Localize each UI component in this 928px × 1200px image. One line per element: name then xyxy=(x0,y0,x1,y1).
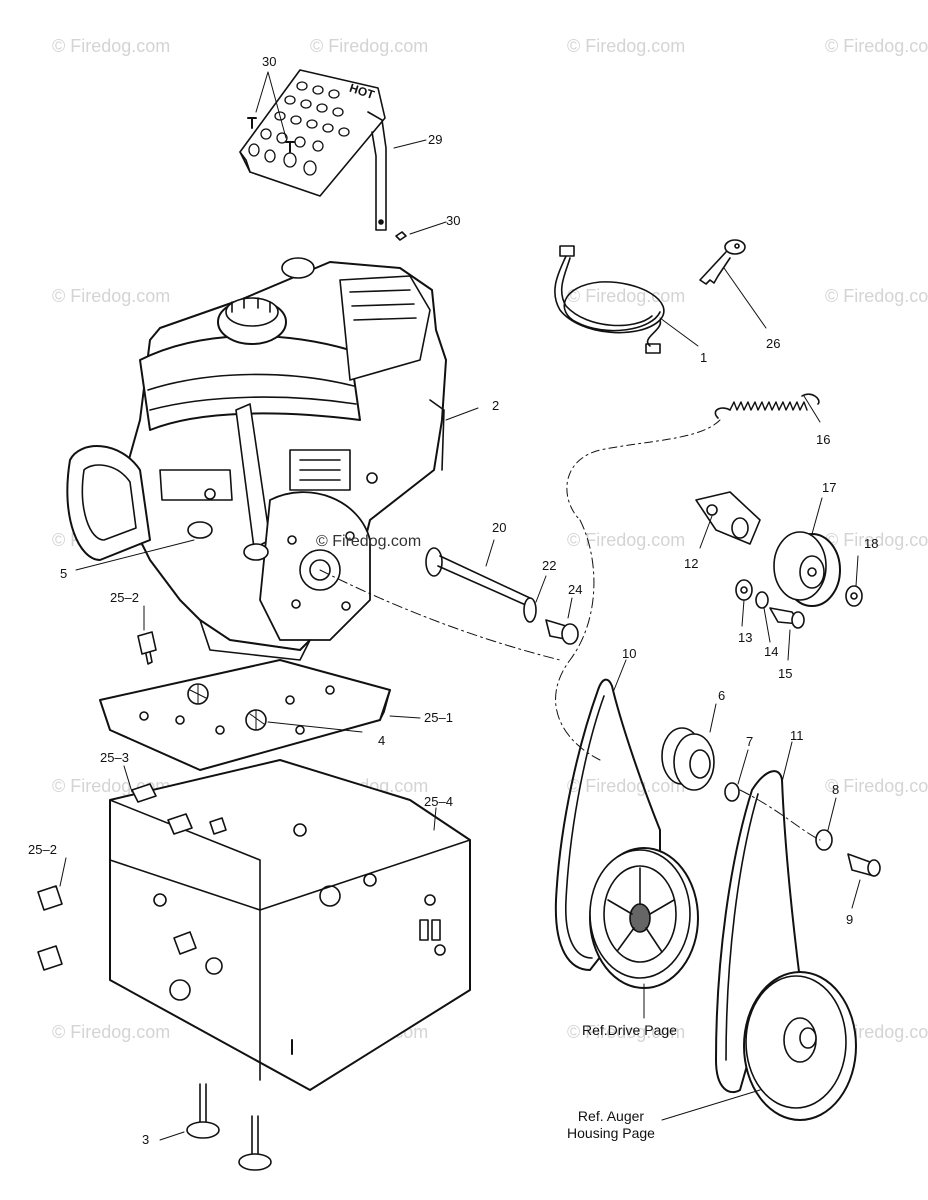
callout-26: 26 xyxy=(766,336,781,351)
callout-16: 16 xyxy=(816,432,831,447)
watermark: © Firedog.com xyxy=(567,1022,686,1042)
center-watermark: © Firedog.com xyxy=(316,533,422,550)
watermark: © Firedog.com xyxy=(52,36,171,56)
engine-part-2 xyxy=(66,257,447,661)
watermark: © Firedog.com xyxy=(825,776,928,796)
idler-pulley-part-17 xyxy=(773,531,841,607)
ref-drive-page: Ref.Drive Page xyxy=(582,1022,677,1038)
bolt-part-24 xyxy=(545,619,579,645)
watermark: © Firedog.com xyxy=(52,286,171,306)
bolt-part-3 xyxy=(186,1083,272,1171)
callout-11: 11 xyxy=(790,728,804,743)
watermark: © Firedog.com xyxy=(567,530,686,550)
washer-part-8 xyxy=(815,829,833,851)
callout-6: 6 xyxy=(718,688,726,703)
callout-4: 4 xyxy=(378,733,386,748)
callout-7: 7 xyxy=(746,734,754,749)
heat-shield-part-29 xyxy=(239,69,387,231)
callout-25-2: 25–2 xyxy=(28,842,57,857)
callout-25-2: 25–2 xyxy=(110,590,139,605)
callout-8: 8 xyxy=(832,782,840,797)
callout-12: 12 xyxy=(684,556,699,571)
spring-part-16 xyxy=(714,393,820,419)
callout-17: 17 xyxy=(822,480,837,495)
spacer-part-13 xyxy=(735,579,753,601)
watermark: © Firedog.com xyxy=(825,286,928,306)
callout-24: 24 xyxy=(568,582,583,597)
watermark: © Firedog.com xyxy=(567,776,686,796)
bolt-part-25-2b xyxy=(37,885,197,971)
callout-15: 15 xyxy=(778,666,793,681)
watermark: © Firedog.com xyxy=(310,36,429,56)
watermark: © Firedog.com xyxy=(825,36,928,56)
ref-auger-line2: Housing Page xyxy=(567,1125,655,1141)
shaft-part-20 xyxy=(425,547,531,607)
callout-18: 18 xyxy=(864,536,879,551)
washer-part-22 xyxy=(523,597,537,623)
watermark: © Firedog.com xyxy=(825,530,928,550)
ref-auger-housing: Ref. Auger Housing Page xyxy=(556,1108,666,1142)
callout-13: 13 xyxy=(738,630,753,645)
callout-20: 20 xyxy=(492,520,507,535)
washer-part-14 xyxy=(755,591,769,609)
bolt-part-25-3 xyxy=(131,783,227,835)
callout-25-4: 25–4 xyxy=(424,794,453,809)
callout-9: 9 xyxy=(846,912,854,927)
callout-2: 2 xyxy=(492,398,500,413)
callout-30: 30 xyxy=(262,54,277,69)
ref-auger-line1: Ref. Auger xyxy=(577,1108,645,1124)
pulley-part-6 xyxy=(661,727,715,791)
nut-part-18 xyxy=(845,585,863,607)
callout-1: 1 xyxy=(700,350,708,365)
watermark: © Firedog.com xyxy=(567,36,686,56)
auger-pulley xyxy=(743,971,857,1121)
bolt-part-25-2 xyxy=(137,631,157,665)
callout-22: 22 xyxy=(542,558,557,573)
belt-part-10 xyxy=(554,678,661,971)
callout-14: 14 xyxy=(764,644,779,659)
callout-25-3: 25–3 xyxy=(100,750,129,765)
callout-29: 29 xyxy=(428,132,443,147)
mounting-plate-part-25-1 xyxy=(99,659,391,771)
callout-25-1: 25–1 xyxy=(424,710,453,725)
drive-pulley xyxy=(589,847,699,989)
idler-bracket-part-12 xyxy=(695,491,761,545)
bolt-part-15 xyxy=(769,607,805,629)
callout-30: 30 xyxy=(446,213,461,228)
leader-lines xyxy=(59,71,861,1141)
wire-harness-part-1 xyxy=(554,245,665,354)
watermark: © Firedog.com xyxy=(567,286,686,306)
watermark: © Firedog.com xyxy=(52,1022,171,1042)
callout-10: 10 xyxy=(622,646,637,661)
ignition-key-part-26 xyxy=(699,239,746,285)
frame-part-25-4 xyxy=(109,759,471,1091)
spacer-part-7 xyxy=(724,782,740,802)
callout-3: 3 xyxy=(142,1132,150,1147)
callout-5: 5 xyxy=(60,566,68,581)
bolt-part-9 xyxy=(847,853,881,877)
